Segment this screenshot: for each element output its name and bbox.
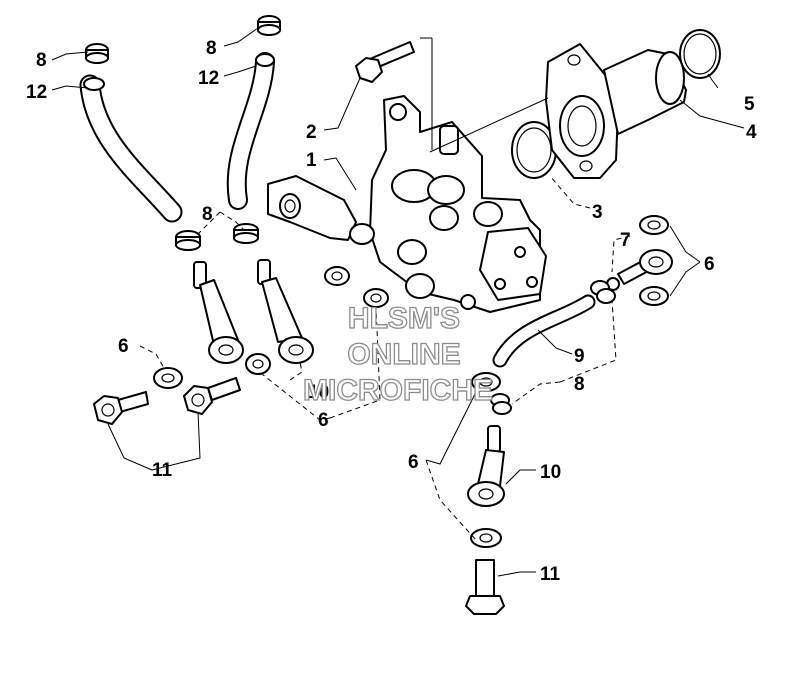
callout-12-mid: 12: [198, 68, 219, 89]
hose-clamp-left-lower: [175, 230, 201, 251]
callout-6-left: 6: [118, 336, 129, 357]
watermark-line-3: MICROFICHE: [303, 374, 493, 407]
callout-6-right: 6: [704, 254, 715, 275]
callout-5: 5: [744, 94, 755, 115]
leader-lines: [51, 27, 745, 577]
pump-bracket: [267, 175, 357, 241]
callout-6-mid: 6: [318, 410, 329, 431]
callout-8-right: 8: [574, 374, 585, 395]
banjo-bolt-left: [93, 391, 149, 425]
washer-right-top: [639, 215, 669, 235]
watermark: HLSM'S ONLINE MICROFICHE: [302, 301, 493, 407]
o-ring-large: [679, 29, 721, 79]
callout-11-left: 11: [152, 460, 173, 481]
washer-right-bottom: [639, 286, 669, 306]
callout-1: 1: [306, 150, 317, 171]
callout-10-mid: 10: [308, 382, 329, 403]
banjo-bolt-mid: [183, 377, 241, 415]
hose-clamp-mid-top: [257, 15, 281, 36]
hose-clamp-mid-lower: [233, 223, 259, 244]
washer-lower: [470, 528, 502, 548]
hose-clamp-center: [490, 393, 512, 415]
banjo-bolt-lower: [465, 559, 505, 615]
callout-6-bottom: 6: [408, 452, 419, 473]
hose-clamp-left-top: [85, 43, 109, 64]
hose-clamp-right: [590, 280, 616, 304]
callout-8-clamp: 8: [202, 204, 213, 225]
washer-left: [153, 367, 183, 389]
callout-9: 9: [574, 346, 585, 367]
hose-left: [79, 74, 183, 223]
mounting-bolt: [355, 41, 415, 83]
pump-body: [349, 37, 547, 313]
watermark-line-1: HLSM'S: [348, 302, 460, 335]
callout-10-right: 10: [540, 462, 561, 483]
callout-3: 3: [592, 202, 603, 223]
callout-8-mid: 8: [206, 38, 217, 59]
washer-pump-1: [324, 266, 350, 286]
callout-2: 2: [306, 122, 317, 143]
callout-4: 4: [746, 122, 757, 143]
callout-7: 7: [620, 230, 631, 251]
banjo-fitting-middle: [257, 259, 314, 364]
watermark-line-2: ONLINE: [347, 338, 460, 371]
banjo-fitting-right: [606, 249, 673, 291]
flange-housing: [429, 43, 687, 179]
callout-8-left: 8: [36, 50, 47, 71]
callout-12-left: 12: [26, 82, 47, 103]
callout-11-bottom: 11: [540, 564, 561, 585]
hose-middle: [226, 52, 275, 210]
hose-right: [492, 294, 596, 368]
banjo-fitting-lower: [467, 425, 505, 507]
banjo-fitting-left: [193, 261, 244, 364]
washer-mid: [245, 353, 271, 375]
